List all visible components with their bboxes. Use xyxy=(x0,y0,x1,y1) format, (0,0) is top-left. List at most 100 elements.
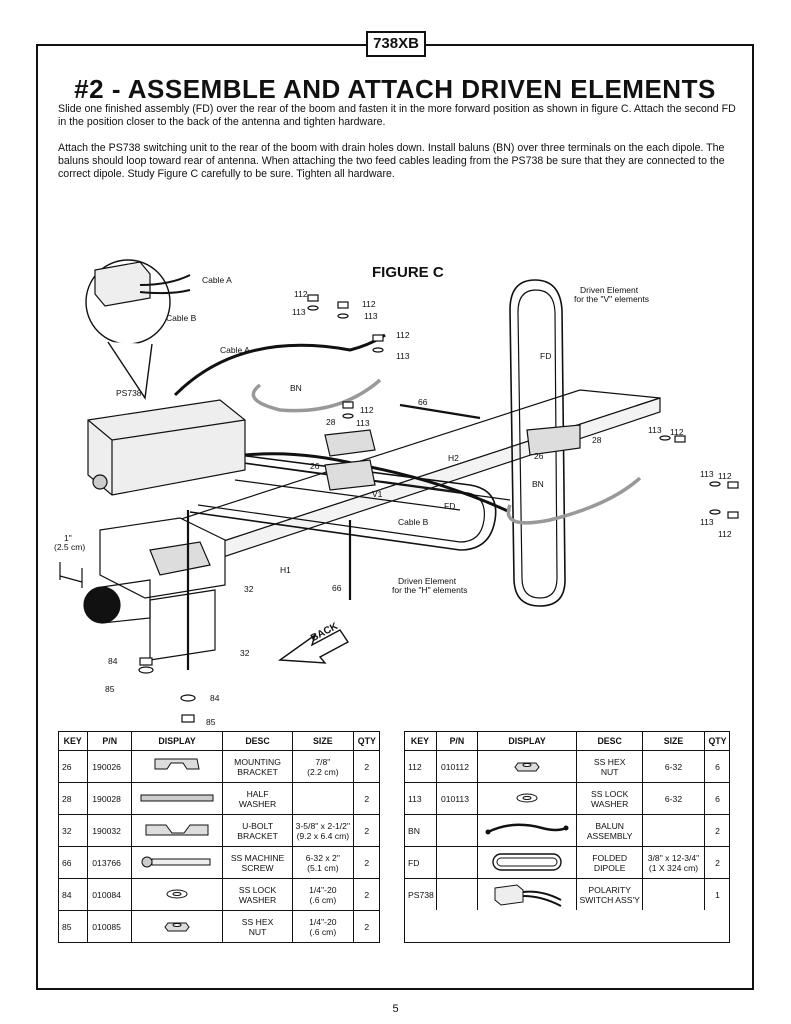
cell-pn: 010084 xyxy=(87,878,132,911)
cell-display xyxy=(476,846,577,879)
cell-size: 1/4"-20(.6 cm) xyxy=(292,878,354,911)
label-spacing-line2: (2.5 cm) xyxy=(54,542,86,552)
cell-qty: 2 xyxy=(352,782,380,815)
label-fd-top: FD xyxy=(540,351,552,361)
label-112: 112 xyxy=(396,330,410,340)
label-112: 112 xyxy=(362,299,376,309)
label-112: 112 xyxy=(670,427,684,437)
desc-line: POLARITY xyxy=(588,884,631,895)
cell-display xyxy=(476,782,577,815)
balun-icon xyxy=(485,823,569,834)
cell-qty: 2 xyxy=(352,878,380,911)
header-key: KEY xyxy=(58,732,88,751)
header-size: SIZE xyxy=(292,732,354,751)
desc-line: ASSEMBLY xyxy=(586,830,633,841)
label-113: 113 xyxy=(648,425,662,435)
desc-line: SS LOCK xyxy=(591,788,629,799)
cell-qty: 2 xyxy=(352,750,380,783)
label-113: 113 xyxy=(700,469,714,479)
u-bolt-bracket-icon xyxy=(145,824,209,835)
header-qty: QTY xyxy=(703,732,730,751)
label-cable-b: Cable B xyxy=(398,517,429,527)
label-113: 113 xyxy=(356,418,370,428)
cell-display xyxy=(476,878,577,910)
lock-washer-icon xyxy=(516,793,538,802)
cell-key: 32 xyxy=(58,814,88,847)
mounting-bracket-icon xyxy=(154,758,200,769)
instruction-paragraph-2: Attach the PS738 switching unit to the r… xyxy=(58,142,725,180)
label-driven-h-line1: Driven Element xyxy=(398,576,457,586)
label-h2: H2 xyxy=(448,453,459,463)
header-display: DISPLAY xyxy=(131,732,223,751)
size-line: (2.2 cm) xyxy=(307,766,339,777)
size-line: 3/8" x 12-3/4" xyxy=(647,852,700,863)
label-bn-right: BN xyxy=(532,479,544,489)
label-26: 26 xyxy=(310,461,320,471)
cell-pn xyxy=(435,814,478,847)
header-pn: P/N xyxy=(87,732,132,751)
desc-line: WASHER xyxy=(590,798,629,809)
desc-line: SWITCH ASS'Y xyxy=(579,894,640,905)
label-fd-bottom: FD xyxy=(444,501,456,511)
size-line: (.6 cm) xyxy=(309,926,337,937)
label-28: 28 xyxy=(326,417,336,427)
cell-display xyxy=(131,846,223,879)
desc-line: SCREW xyxy=(241,862,274,873)
folded-dipole-icon xyxy=(492,852,562,871)
desc-line: NUT xyxy=(248,926,267,937)
label-113: 113 xyxy=(700,517,714,527)
cell-size: 6-32 xyxy=(642,782,705,815)
cell-size: 3/8" x 12-3/4"(1 X 324 cm) xyxy=(642,846,705,879)
header-pn: P/N xyxy=(435,732,478,751)
label-113: 113 xyxy=(364,311,378,321)
desc-line: SS MACHINE xyxy=(230,852,285,863)
desc-line: MOUNTING xyxy=(234,756,281,767)
cell-display xyxy=(131,814,223,847)
label-112: 112 xyxy=(360,405,374,415)
desc-line: NUT xyxy=(600,766,619,777)
cell-qty: 2 xyxy=(352,814,380,847)
desc-line: HALF xyxy=(246,788,269,799)
label-112: 112 xyxy=(718,529,732,539)
cell-display xyxy=(131,910,223,942)
label-112: 112 xyxy=(294,289,308,299)
size-line: 6-32 x 2" xyxy=(305,852,340,863)
label-ps738: PS738 xyxy=(116,388,142,398)
cell-display xyxy=(131,750,223,783)
label-113: 113 xyxy=(292,307,306,317)
cell-display xyxy=(476,814,577,847)
cell-size: 3-5/8" x 2-1/2"(9.2 x 6.4 cm) xyxy=(292,814,354,847)
label-v1: V1 xyxy=(372,489,383,499)
cell-qty: 2 xyxy=(703,814,730,847)
cell-key: FD xyxy=(404,846,437,879)
label-84: 84 xyxy=(108,656,118,666)
cell-pn: 190028 xyxy=(87,782,132,815)
machine-screw-icon xyxy=(141,856,211,867)
label-26: 26 xyxy=(534,451,544,461)
size-line: (9.2 x 6.4 cm) xyxy=(296,830,350,841)
polarity-switch-icon xyxy=(494,883,562,907)
header-desc: DESC xyxy=(576,732,643,751)
cell-pn: 190032 xyxy=(87,814,132,847)
cell-key: BN xyxy=(404,814,437,847)
label-32: 32 xyxy=(244,584,254,594)
size-line: (5.1 cm) xyxy=(307,862,339,873)
cell-display xyxy=(131,878,223,911)
label-66: 66 xyxy=(418,397,428,407)
label-cable-a: Cable A xyxy=(220,345,250,355)
label-66: 66 xyxy=(332,583,342,593)
cell-pn: 010085 xyxy=(87,910,132,942)
cell-key: 112 xyxy=(404,750,437,783)
page-number: 5 xyxy=(392,1003,399,1015)
label-inset-cable-a: Cable A xyxy=(202,275,232,285)
label-driven-v-line2: for the "V" elements xyxy=(574,294,650,304)
